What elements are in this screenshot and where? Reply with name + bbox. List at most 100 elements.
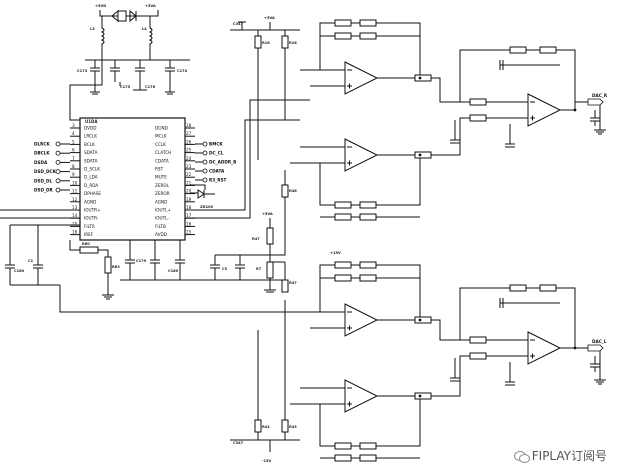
chip-ref: U1DA [85, 119, 98, 124]
signal-port-left [55, 150, 61, 156]
watermark: FIPLAY订阅号 [511, 447, 609, 464]
supply-label-15v-pos: +15V [330, 251, 341, 255]
chip-pin-num-right: 27 [186, 131, 192, 136]
left-channel-opamp-2 [344, 379, 379, 413]
chip-pin-num-right: 28 [186, 123, 192, 128]
chip-pin-num-left: 13 [72, 205, 78, 210]
signal-label-left: DSD_DCK [34, 169, 57, 174]
right-channel-opamp-1 [344, 61, 379, 95]
chip-pin-num-right: 26 [186, 139, 192, 144]
chip-pin-name-left: IOUTR- [84, 216, 99, 221]
chip-pin-name-right: AVDD [155, 232, 167, 237]
signal-label-right: BMCK [209, 142, 223, 147]
svg-text:R7: R7 [256, 267, 262, 271]
signal-port-left [55, 169, 61, 175]
signal-port-left [55, 187, 61, 193]
chip-pin-num-right: 22 [186, 172, 192, 177]
chip-pin-name-left: FILTR [84, 224, 95, 229]
svg-text:C180: C180 [168, 269, 179, 273]
chip-pin-name-left: SDATA [84, 158, 98, 163]
chip-pin-num-left: 14 [72, 213, 78, 218]
signal-port-right [202, 141, 208, 147]
chip-pin-num-right: 20 [186, 189, 192, 194]
signal-label-right: CDATA [209, 169, 225, 174]
chip-pin-num-left: 8 [72, 164, 75, 169]
chip-pin-name-left: LRCLK [84, 134, 97, 139]
chip-pin-num-right: 15 [186, 230, 192, 235]
watermark-text: FIPLAY订阅号 [531, 449, 607, 463]
chip-pin-name-left: D_SCLK [84, 167, 100, 172]
right-channel-opamp-2 [344, 138, 379, 172]
svg-text:R43: R43 [289, 425, 297, 429]
svg-text:R47: R47 [289, 281, 297, 285]
chip-pin-num-left: 7 [72, 156, 75, 161]
svg-text:C160: C160 [14, 269, 25, 273]
supply-label-5va: +5VA [145, 4, 156, 8]
wechat-icon [513, 450, 530, 463]
chip-pin-name-left: SDATA [84, 150, 98, 155]
chip-pin-name-right: ZEROR [155, 191, 170, 196]
chip-pin-num-right: 21 [186, 180, 192, 185]
left-channel-opamp-1 [344, 303, 379, 337]
chip-pin-name-right: CCLK [155, 142, 166, 147]
signal-label-left: DBCLK [34, 151, 50, 156]
chip-pin-name-right: ZEROL [155, 183, 170, 188]
signal-label-right: R3_RST [209, 178, 226, 183]
chip-pin-num-left: 15 [72, 221, 78, 226]
signal-label-left: DLRCK [34, 142, 50, 147]
chip-pin-num-left: 11 [72, 189, 78, 194]
signal-port-right [202, 168, 208, 174]
svg-text:R47: R47 [252, 237, 260, 241]
signal-label-right: DC_CL [209, 151, 224, 156]
chip-pin-name-right: IOUTL- [155, 216, 169, 221]
chip-pin-num-left: 5 [72, 139, 75, 144]
output-label-l: DAC_L [592, 339, 607, 344]
svg-text:C174: C174 [177, 69, 188, 73]
chip-pin-num-right: 23 [186, 164, 192, 169]
svg-text:R16: R16 [262, 41, 270, 45]
signal-port-right [202, 177, 208, 183]
chip-pin-name-right: DGND [155, 126, 168, 131]
chip-pin-num-left: 6 [72, 148, 75, 153]
chip-pin-name-right: MUTE [155, 175, 167, 180]
svg-text:R60: R60 [82, 242, 90, 246]
chip-pin-num-left: 12 [72, 197, 78, 202]
signal-label-left: DSD_DR [34, 188, 54, 193]
chip-pin-name-left: DVDD [84, 126, 96, 131]
svg-text:C176: C176 [145, 85, 156, 89]
signal-port-left [55, 141, 61, 147]
svg-text:R63: R63 [112, 265, 120, 269]
chip-pin-name-left: D_LDA [84, 175, 98, 180]
chip-filter-network: C160 C1 R60 R63 C179 C180 [0, 99, 310, 313]
svg-text:C1: C1 [28, 259, 34, 263]
signal-label-left: DSDA [34, 160, 48, 165]
chip-pin-num-right: 25 [186, 148, 192, 153]
top-power-rail: +5VA C347 R16 R28 [230, 16, 300, 160]
output-dac-r: DAC_R [575, 93, 608, 135]
diode-label: ZD100 [200, 205, 214, 209]
signal-port-right [202, 150, 208, 156]
svg-text:R42: R42 [262, 425, 270, 429]
supply-label-5va-3: +5VA [264, 16, 275, 20]
chip-pin-num-right: 17 [186, 213, 192, 218]
vcom-network: +5VA R47 R7 C3 R48 R47 [200, 170, 297, 293]
right-channel-opamp-sum [527, 93, 562, 127]
svg-text:C173: C173 [77, 69, 88, 73]
chip-pin-name-right: CLATCH [155, 150, 171, 155]
signal-port-right [202, 159, 208, 165]
supply-filter: +5VD +5VA L3 L4 C173 C175 C176 C174 [69, 4, 190, 121]
chip-pin-num-right: 18 [186, 205, 192, 210]
signal-label-left: DSD_DL [34, 178, 53, 183]
svg-text:C3: C3 [222, 267, 228, 271]
chip-pin-num-right: 16 [186, 221, 192, 226]
svg-text:L3: L3 [90, 27, 95, 31]
svg-text:C175: C175 [120, 85, 131, 89]
bottom-power-rail: -15V C347 R42 R43 [230, 300, 300, 463]
dac-chip-body [79, 117, 186, 241]
chip-pin-num-right: 24 [186, 156, 192, 161]
svg-text:C179: C179 [136, 259, 147, 263]
chip-pin-num-left: 16 [72, 230, 78, 235]
chip-pin-name-right: MCLK [155, 134, 167, 139]
